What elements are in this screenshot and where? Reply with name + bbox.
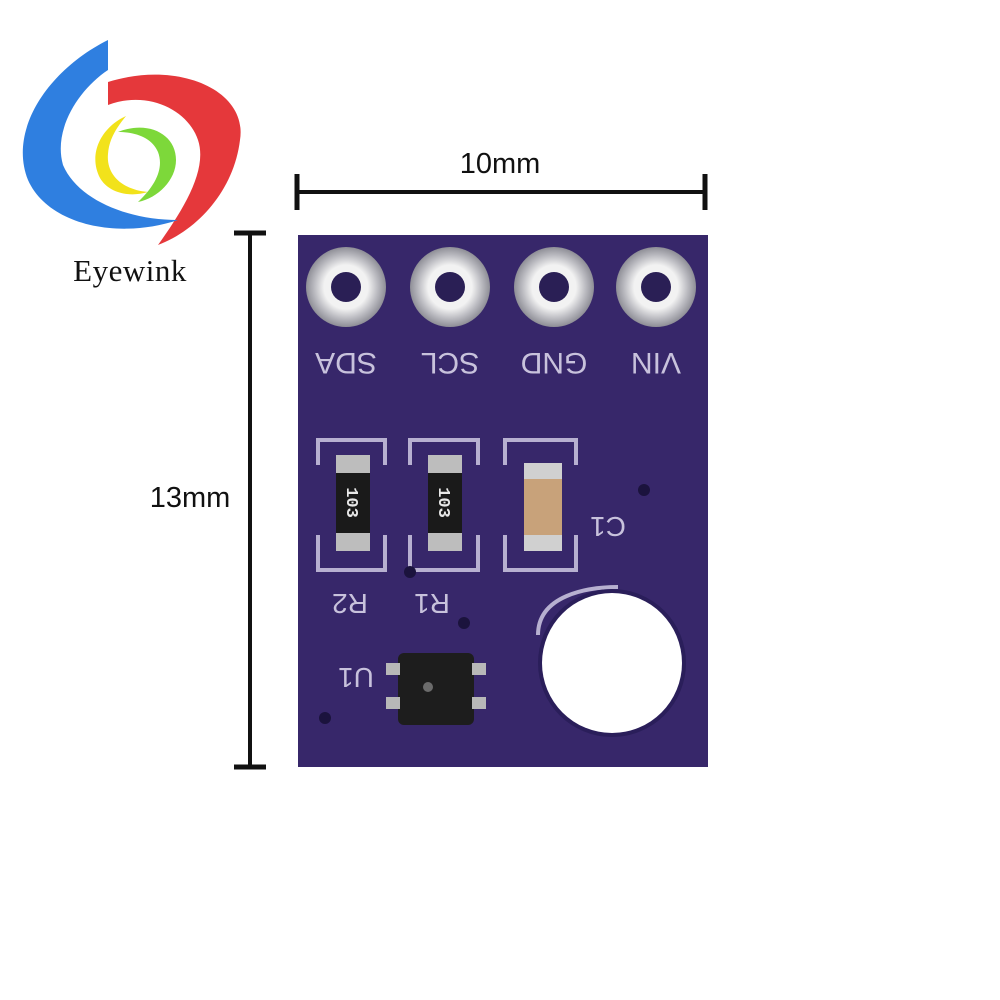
pin-label-sda: SDA: [315, 346, 377, 379]
board-pcb: [298, 235, 708, 767]
r1-code: 103: [432, 487, 452, 518]
r1-designator: R1: [414, 588, 450, 619]
pin-label-vin: VIN: [631, 346, 682, 379]
u1-designator: U1: [338, 662, 374, 693]
sensor-board: SDA SCL GND VIN 103 103 R2 R1 C1 U1: [298, 235, 708, 767]
pin-label-scl: SCL: [420, 346, 480, 379]
eyewink-logo-icon: [22, 40, 241, 245]
mounting-hole: [542, 593, 682, 733]
width-dimension-label: 10mm: [459, 148, 541, 180]
height-dimension-line: [234, 230, 266, 770]
logo-text: Eyewink: [73, 253, 187, 288]
r2-code: 103: [340, 487, 360, 518]
r2-designator: R2: [332, 588, 368, 619]
silkscreen-outlines: [316, 438, 619, 636]
pin-pads: [306, 247, 696, 327]
resistor-r2: [336, 455, 370, 551]
resistor-r1: [428, 455, 462, 551]
vias: [319, 484, 650, 724]
sensor-chip-u1: [386, 653, 486, 725]
capacitor-c1: [524, 463, 562, 551]
height-dimension-label: 13mm: [149, 482, 231, 514]
width-dimension-line: [294, 174, 708, 210]
pin-label-gnd: GND: [520, 346, 588, 379]
c1-designator: C1: [590, 511, 626, 542]
